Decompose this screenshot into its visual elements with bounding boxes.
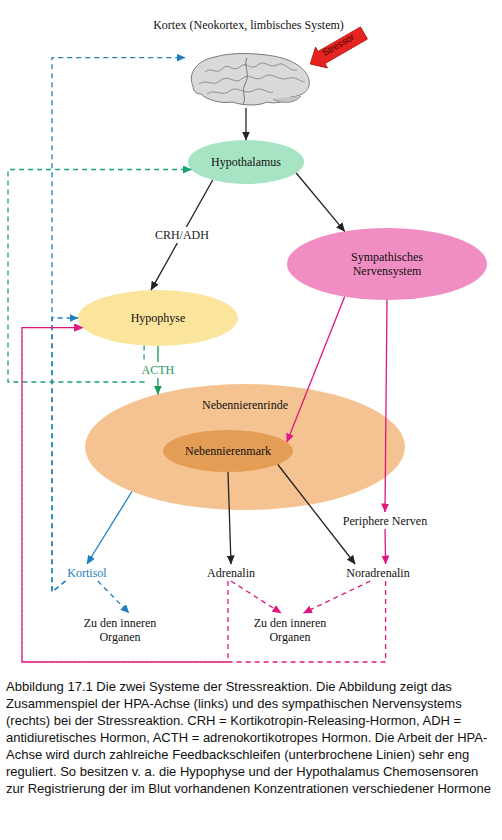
ellipse-node: Hypothalamus <box>188 140 304 184</box>
brain-gyri <box>207 89 273 94</box>
connector-arrow <box>287 297 345 443</box>
connector-arrow <box>384 529 386 564</box>
node-text-wrap: Nebennierenrinde <box>85 398 405 412</box>
feedback-connector <box>52 318 78 592</box>
connector-arrow <box>278 465 355 565</box>
brain-sulcus <box>243 58 247 104</box>
node-text: Kortex (Neokortex, limbisches System) <box>153 18 344 32</box>
ellipse-fill <box>78 290 238 346</box>
text-node: Zu den inneren Organen <box>245 613 335 647</box>
edge-label: ACTH <box>140 362 177 378</box>
edge-label: CRH/ADH <box>153 227 211 243</box>
node-text: Zu den inneren Organen <box>245 616 335 644</box>
feedback-connector <box>8 170 192 383</box>
figure-caption: Abbildung 17.1 Die zwei Systeme der Stre… <box>6 678 496 797</box>
text-node: Periphere Nerven <box>328 512 442 529</box>
node-text-wrap: Kortisol <box>60 564 114 581</box>
node-text: Hypophyse <box>131 311 186 325</box>
connector-arrow <box>385 300 387 512</box>
brain-node: Kortex (Neokortex, limbisches System) <box>185 52 312 108</box>
text-node: Noradrenalin <box>340 564 416 581</box>
node-text: Periphere Nerven <box>343 514 427 528</box>
connector-arrow <box>245 108 246 140</box>
node-text-wrap: Noradrenalin <box>340 564 416 581</box>
node-text: Adrenalin <box>207 566 255 580</box>
text-node: Adrenalin <box>200 564 262 581</box>
node-text-wrap: Periphere Nerven <box>328 512 442 529</box>
node-text: Zu den inneren Organen <box>75 616 165 644</box>
ellipse-fill <box>163 430 293 472</box>
connector-arrow <box>151 180 213 290</box>
node-text-wrap: Sympathisches Nervensystem <box>287 228 487 300</box>
ellipse-node: NebennierenrindeNebennierenmark <box>85 384 405 510</box>
ellipse-fill <box>287 228 487 300</box>
text-node: Zu den inneren Organen <box>75 613 165 647</box>
feedback-connector <box>22 328 228 662</box>
node-text: Noradrenalin <box>346 566 409 580</box>
feedback-connector <box>231 581 281 613</box>
node-text: Nebennierenmark <box>185 444 271 458</box>
text-node: Kortisol <box>60 564 114 581</box>
node-text-wrap: Adrenalin <box>200 564 262 581</box>
node-text: Nebennierenrinde <box>202 398 288 412</box>
node-text: Sympathisches Nervensystem <box>332 250 442 278</box>
feedback-connector <box>304 581 371 613</box>
connector-arrow <box>228 472 231 564</box>
ellipse-fill <box>85 384 405 510</box>
ellipse-node: Nebennierenmark <box>163 430 293 472</box>
feedback-connector <box>98 581 129 613</box>
node-text-wrap: Zu den inneren Organen <box>245 613 335 647</box>
brain-gyri <box>199 75 305 84</box>
node-text-wrap: Hypophyse <box>78 290 238 346</box>
feedback-connector <box>22 328 386 662</box>
cerebellum <box>273 96 301 102</box>
brain-outline <box>191 54 309 106</box>
connector-arrow <box>87 492 132 565</box>
node-text-wrap: Zu den inneren Organen <box>75 613 165 647</box>
node-text: Kortisol <box>67 566 106 580</box>
connector-arrow <box>296 173 345 231</box>
brain-gyri <box>205 63 297 72</box>
ellipse-fill <box>188 140 304 184</box>
ellipse-node: Hypophyse <box>78 290 238 346</box>
feedback-connector <box>52 58 185 592</box>
ellipse-node: Sympathisches Nervensystem <box>287 228 487 300</box>
brain-illustration <box>185 52 312 108</box>
node-text-wrap: Hypothalamus <box>188 140 304 184</box>
node-text: Hypothalamus <box>211 155 281 169</box>
node-text-wrap: Kortex (Neokortex, limbisches System) <box>115 18 382 32</box>
node-text-wrap: Nebennierenmark <box>163 430 293 472</box>
